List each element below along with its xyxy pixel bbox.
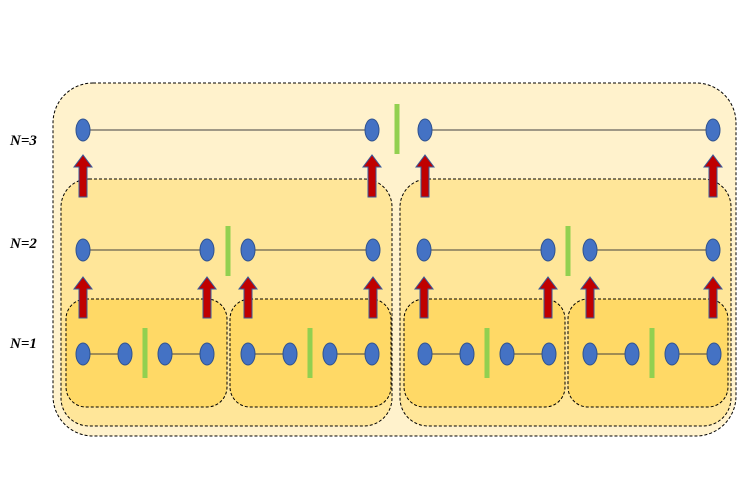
node-ellipse (75, 342, 91, 366)
node-ellipse (322, 342, 338, 366)
promotion-arrow-icon (197, 276, 217, 319)
node-ellipse (624, 342, 640, 366)
node-layer (75, 118, 722, 366)
separator-layer (142, 104, 655, 378)
promotion-arrow-icon (703, 276, 723, 319)
separator-bar (394, 104, 400, 154)
node-ellipse (117, 342, 133, 366)
promotion-arrow-icon (73, 154, 93, 198)
promotion-arrow-icon (362, 154, 382, 198)
node-ellipse (705, 238, 721, 262)
promotion-arrow-icon (580, 276, 600, 319)
node-ellipse (240, 238, 256, 262)
level-label-n1: N=1 (9, 336, 37, 352)
node-ellipse (541, 342, 557, 366)
node-ellipse (75, 238, 91, 262)
promotion-arrow-icon (538, 276, 558, 319)
promotion-arrow-icon (703, 154, 723, 198)
promotion-arrow-icon (73, 276, 93, 319)
node-ellipse (157, 342, 173, 366)
separator-bar (484, 328, 490, 378)
promotion-arrow-icon (415, 154, 435, 198)
node-ellipse (364, 118, 380, 142)
separator-bar (649, 328, 655, 378)
promotion-arrow-icon (414, 276, 434, 319)
arrow-layer (73, 154, 723, 319)
node-ellipse (499, 342, 515, 366)
node-ellipse (582, 238, 598, 262)
separator-bar (307, 328, 313, 378)
node-ellipse (705, 118, 721, 142)
node-ellipse (582, 342, 598, 366)
node-ellipse (75, 118, 91, 142)
node-ellipse (540, 238, 556, 262)
node-ellipse (416, 238, 432, 262)
node-ellipse (365, 238, 381, 262)
promotion-arrow-icon (363, 276, 383, 319)
separator-bar (565, 226, 571, 276)
node-ellipse (282, 342, 298, 366)
node-ellipse (417, 118, 433, 142)
level-label-n3: N=3 (9, 133, 37, 149)
level-label-n2: N=2 (9, 236, 37, 252)
node-ellipse (199, 238, 215, 262)
node-ellipse (240, 342, 256, 366)
node-ellipse (417, 342, 433, 366)
node-ellipse (199, 342, 215, 366)
separator-bar (142, 328, 148, 378)
node-ellipse (664, 342, 680, 366)
promotion-arrow-icon (238, 276, 258, 319)
inner-level-box-4 (567, 298, 729, 408)
node-ellipse (459, 342, 475, 366)
node-ellipse (706, 342, 722, 366)
separator-bar (225, 226, 231, 276)
node-ellipse (364, 342, 380, 366)
